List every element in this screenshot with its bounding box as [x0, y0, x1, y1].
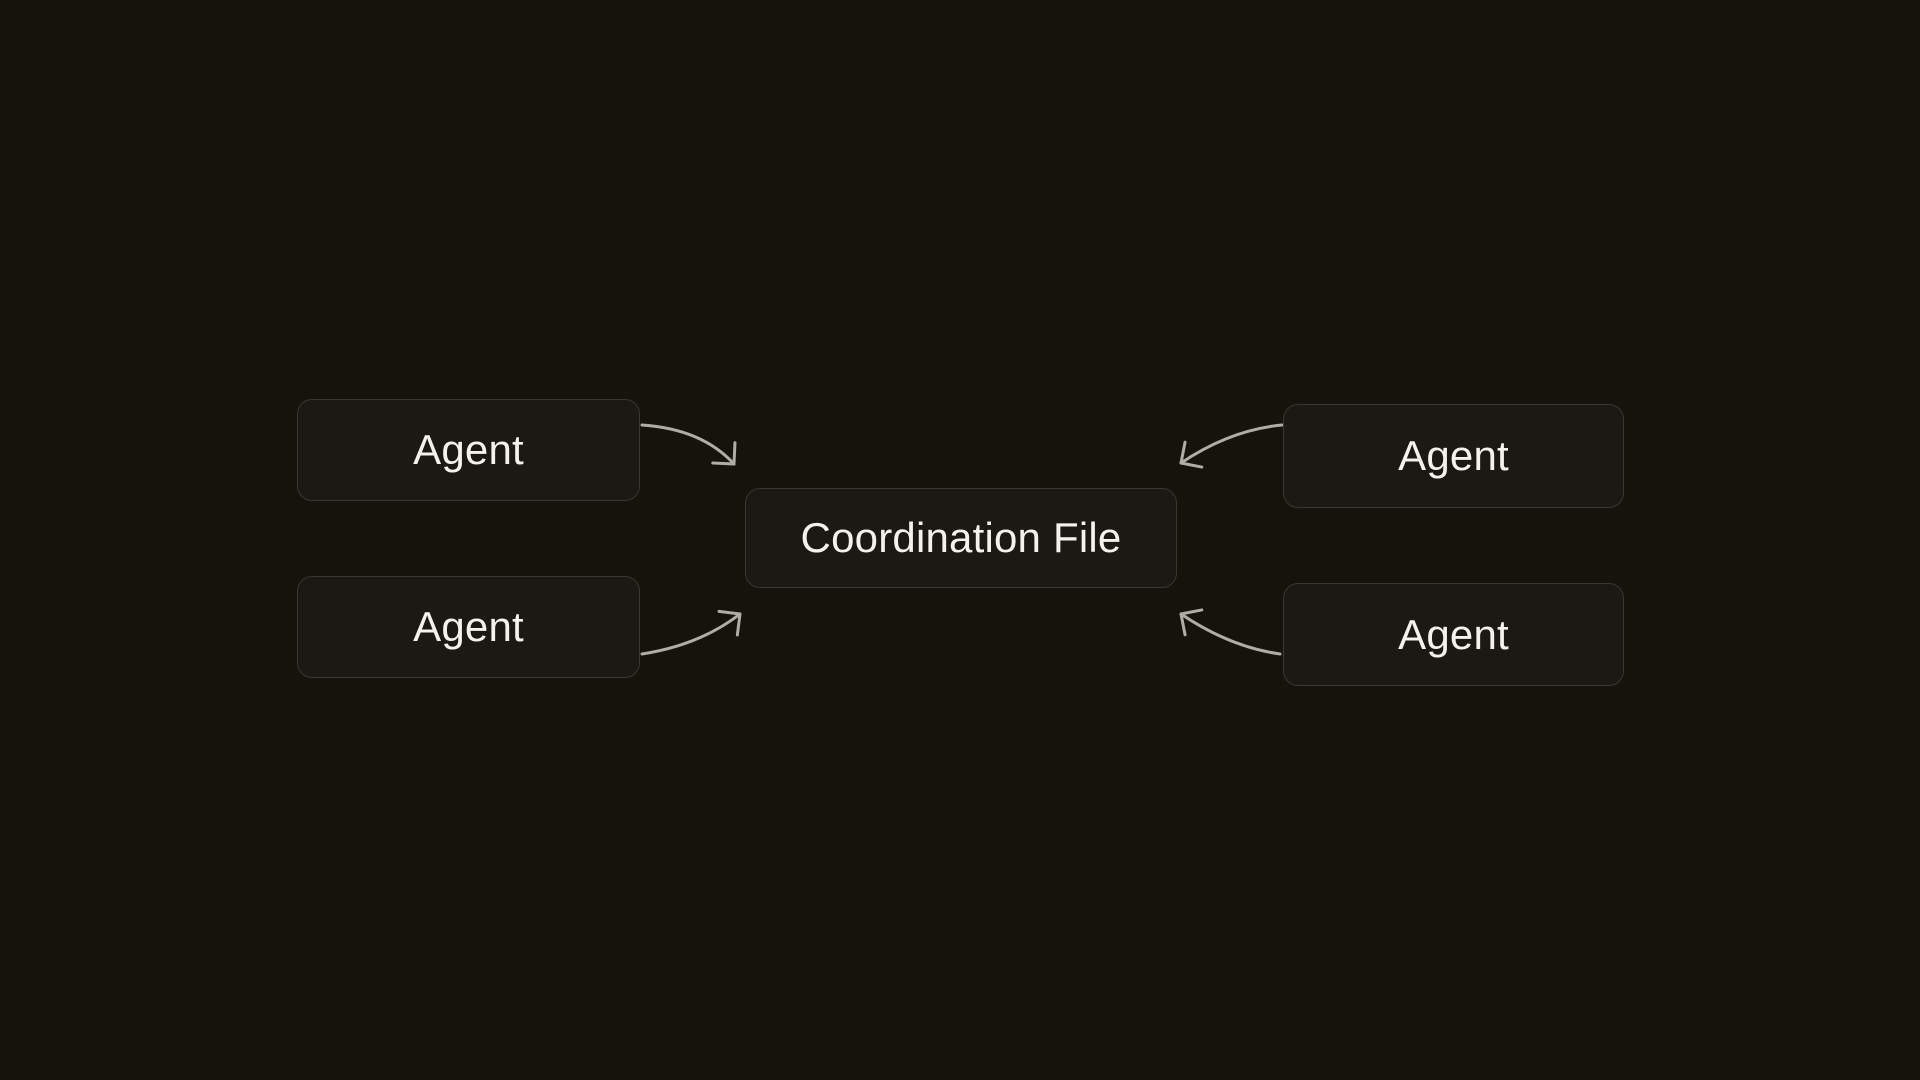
agent-node-label: Agent [1398, 432, 1509, 479]
coordination-file-label: Coordination File [800, 514, 1122, 561]
agent-node-label: Agent [413, 603, 524, 650]
arrow-bottom-left-to-center [640, 609, 742, 656]
arrow-top-right-to-center [1179, 423, 1284, 469]
coordination-file-node: Coordination File [745, 488, 1177, 588]
agent-node-label: Agent [413, 426, 524, 473]
agent-node-top-right: Agent [1283, 404, 1624, 508]
agent-node-bottom-right: Agent [1283, 583, 1624, 686]
arrow-bottom-right-to-center [1179, 608, 1282, 656]
agent-node-top-left: Agent [297, 399, 640, 501]
agent-node-bottom-left: Agent [297, 576, 640, 678]
arrow-top-left-to-center [640, 423, 737, 466]
agent-node-label: Agent [1398, 610, 1509, 658]
